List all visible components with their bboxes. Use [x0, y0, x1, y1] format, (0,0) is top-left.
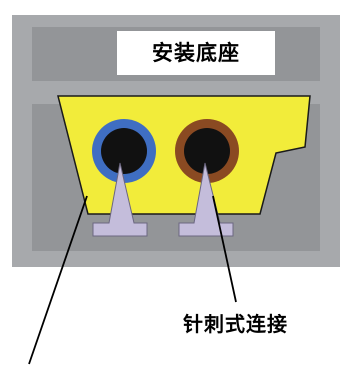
connection-label: 针刺式连接 — [183, 312, 288, 336]
base-label: 安装底座 — [152, 40, 240, 65]
right-socket-hole — [184, 128, 230, 174]
right-leader-line — [212, 195, 237, 303]
base-label-box — [117, 31, 275, 75]
left-leader-line — [28, 195, 88, 365]
right-piercing-pin — [178, 162, 234, 237]
left-socket-hole — [101, 128, 147, 174]
left-piercing-pin — [92, 162, 148, 237]
